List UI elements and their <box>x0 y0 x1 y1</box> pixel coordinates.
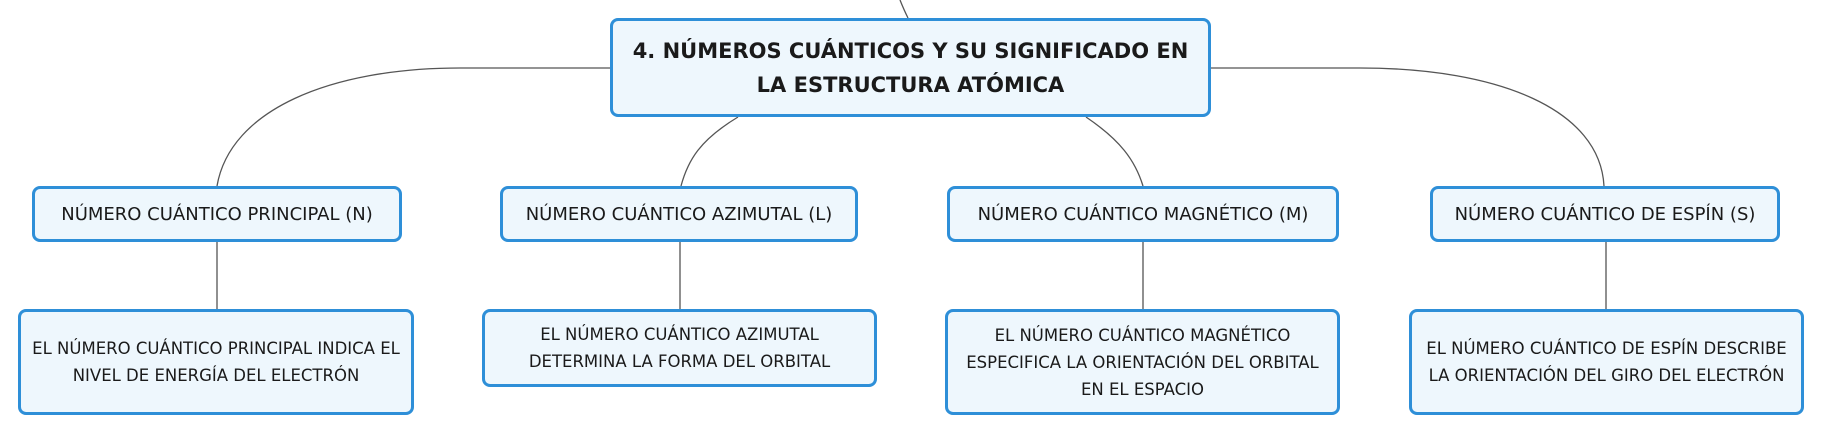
connector-root-principal <box>216 67 610 187</box>
connector-root-azimutal <box>680 116 739 187</box>
connector-root-espin <box>1211 67 1605 187</box>
branch-principal-label: NÚMERO CUÁNTICO PRINCIPAL (N) <box>61 203 373 225</box>
leaf-magnetico[interactable]: EL NÚMERO CUÁNTICO MAGNÉTICO ESPECIFICA … <box>945 309 1340 415</box>
leaf-azimutal-text: EL NÚMERO CUÁNTICO AZIMUTAL DETERMINA LA… <box>528 325 831 371</box>
branch-espin[interactable]: NÚMERO CUÁNTICO DE ESPÍN (S) <box>1430 186 1780 242</box>
branch-azimutal-label: NÚMERO CUÁNTICO AZIMUTAL (L) <box>525 203 833 225</box>
branch-principal[interactable]: NÚMERO CUÁNTICO PRINCIPAL (N) <box>32 186 402 242</box>
branch-azimutal[interactable]: NÚMERO CUÁNTICO AZIMUTAL (L) <box>500 186 858 242</box>
connector-root-magnetico <box>1085 116 1144 187</box>
branch-magnetico[interactable]: NÚMERO CUÁNTICO MAGNÉTICO (M) <box>947 186 1339 242</box>
leaf-magnetico-text: EL NÚMERO CUÁNTICO MAGNÉTICO ESPECIFICA … <box>966 325 1319 399</box>
leaf-azimutal[interactable]: EL NÚMERO CUÁNTICO AZIMUTAL DETERMINA LA… <box>482 309 877 387</box>
leaf-principal-text: EL NÚMERO CUÁNTICO PRINCIPAL INDICA EL N… <box>32 339 400 385</box>
branch-magnetico-label: NÚMERO CUÁNTICO MAGNÉTICO (M) <box>977 203 1309 225</box>
parent-connector <box>899 0 909 19</box>
root-topic[interactable]: 4. NÚMEROS CUÁNTICOS Y SU SIGNIFICADO EN… <box>610 18 1211 117</box>
leaf-espin[interactable]: EL NÚMERO CUÁNTICO DE ESPÍN DESCRIBE LA … <box>1409 309 1804 415</box>
leaf-espin-text: EL NÚMERO CUÁNTICO DE ESPÍN DESCRIBE LA … <box>1426 339 1787 385</box>
root-topic-title: 4. NÚMEROS CUÁNTICOS Y SU SIGNIFICADO EN… <box>632 38 1189 97</box>
branch-espin-label: NÚMERO CUÁNTICO DE ESPÍN (S) <box>1454 203 1756 225</box>
leaf-principal[interactable]: EL NÚMERO CUÁNTICO PRINCIPAL INDICA EL N… <box>18 309 414 415</box>
